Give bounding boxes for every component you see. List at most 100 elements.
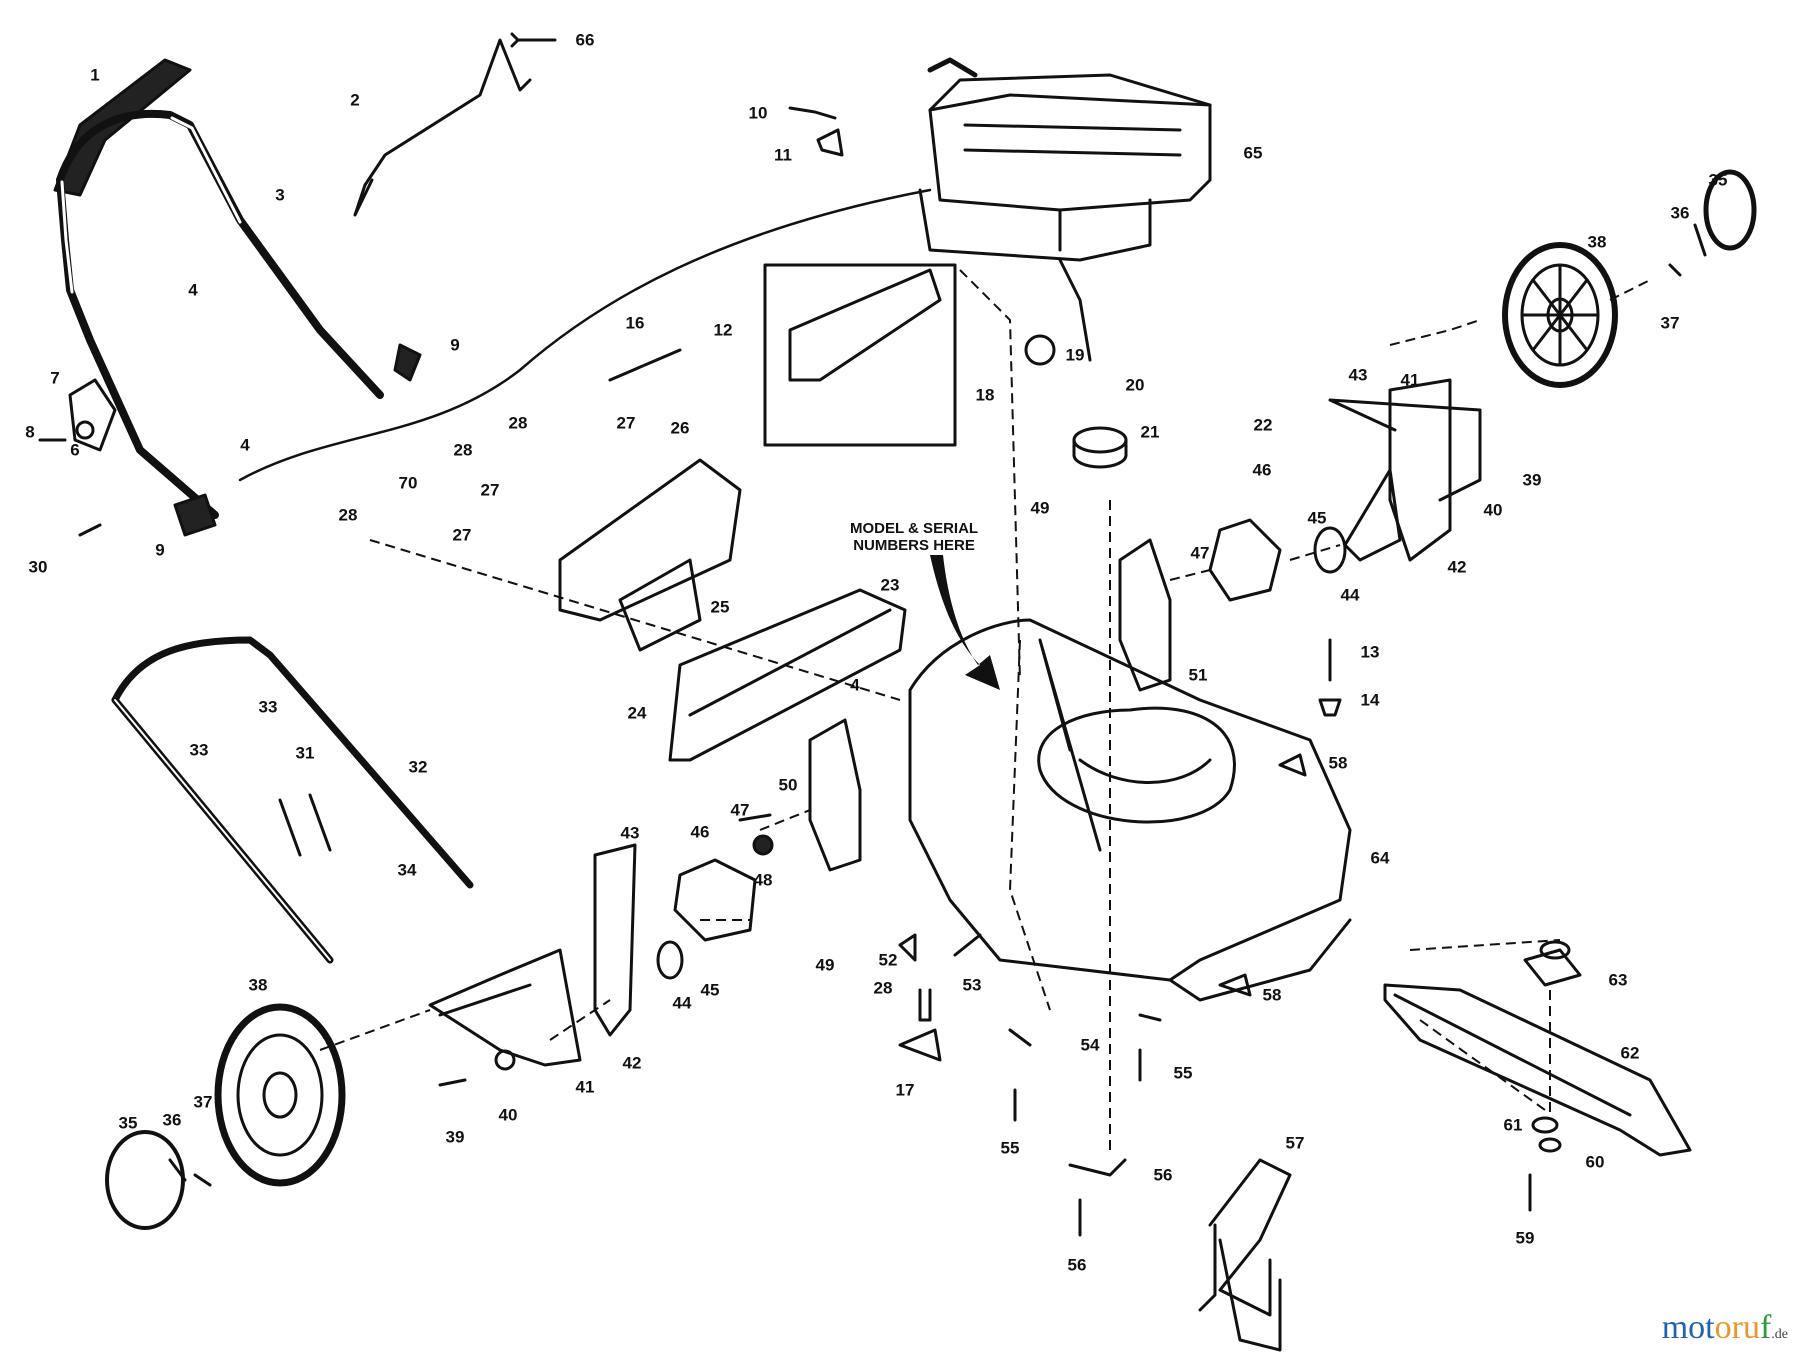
callout-70: 70 <box>398 473 418 493</box>
watermark-part-3: f <box>1759 1309 1772 1346</box>
screw-part <box>788 106 837 120</box>
frame-part <box>668 588 907 762</box>
callout-4a: 4 <box>188 280 198 300</box>
callout-13: 13 <box>1360 642 1380 662</box>
callout-38a: 38 <box>1587 232 1607 252</box>
callout-14: 14 <box>1360 690 1380 710</box>
callout-43a: 43 <box>1348 365 1368 385</box>
bolt-part <box>510 32 557 48</box>
left-wheel <box>214 1003 346 1187</box>
callout-24: 24 <box>627 703 647 723</box>
lever-left <box>593 843 637 1037</box>
right-wheel <box>1502 242 1618 388</box>
callout-66: 66 <box>575 30 595 50</box>
callout-33a: 33 <box>258 697 278 717</box>
callout-1: 1 <box>90 65 100 85</box>
callout-51: 51 <box>1188 665 1208 685</box>
callout-26: 26 <box>670 418 690 438</box>
outline-curve <box>238 188 932 482</box>
callout-9b: 9 <box>155 540 165 560</box>
callout-56a: 56 <box>1153 1165 1173 1185</box>
callout-47a: 47 <box>1190 543 1210 563</box>
callout-27a: 27 <box>616 413 636 433</box>
bail-rod-part <box>363 38 532 187</box>
callout-46a: 46 <box>1252 460 1272 480</box>
callout-22: 22 <box>1253 415 1273 435</box>
callout-34: 34 <box>397 860 417 880</box>
callout-7: 7 <box>50 368 60 388</box>
model-serial-arrow <box>930 555 1000 690</box>
callout-16: 16 <box>625 313 645 333</box>
model-serial-line-1: MODEL & SERIAL <box>850 520 979 537</box>
callout-18: 18 <box>975 385 995 405</box>
upper-handle-part <box>56 176 219 519</box>
height-bracket-left <box>808 718 862 872</box>
callout-58a: 58 <box>1328 753 1348 773</box>
site-watermark: motoruf.de <box>1662 1311 1788 1345</box>
callout-39a: 39 <box>1522 470 1542 490</box>
callout-17: 17 <box>895 1080 915 1100</box>
callout-33b: 33 <box>189 740 209 760</box>
adapter-part <box>1523 948 1582 987</box>
callout-65: 65 <box>1243 143 1263 163</box>
callout-41a: 41 <box>1400 370 1420 390</box>
handle-bracket <box>68 378 117 452</box>
callout-27c: 27 <box>452 525 472 545</box>
callout-53: 53 <box>962 975 982 995</box>
callout-28a: 28 <box>508 413 528 433</box>
callout-48: 48 <box>753 870 773 890</box>
washer-part <box>1024 334 1056 366</box>
watermark-part-1: mot <box>1661 1309 1715 1346</box>
callout-64: 64 <box>1370 848 1390 868</box>
callout-21: 21 <box>1140 422 1160 442</box>
callout-49b: 49 <box>815 955 835 975</box>
callout-59: 59 <box>1515 1228 1535 1248</box>
callout-46b: 46 <box>690 822 710 842</box>
callout-37a: 37 <box>1660 313 1680 333</box>
callout-36a: 36 <box>1670 203 1690 223</box>
callout-3: 3 <box>275 185 285 205</box>
callout-58b: 58 <box>1262 985 1282 1005</box>
callout-56b: 56 <box>1067 1255 1087 1275</box>
callout-25: 25 <box>710 597 730 617</box>
watermark-tld: .de <box>1771 1327 1788 1342</box>
wedge-part <box>898 1028 942 1062</box>
callout-4b: 4 <box>240 435 250 455</box>
axle-left <box>428 948 582 1067</box>
callout-63: 63 <box>1608 970 1628 990</box>
callout-40b: 40 <box>498 1105 518 1125</box>
callout-28b: 28 <box>453 440 473 460</box>
callout-57: 57 <box>1285 1133 1305 1153</box>
height-bracket <box>1118 538 1172 692</box>
rod-part <box>608 348 682 382</box>
callout-41b: 41 <box>575 1077 595 1097</box>
callout-9a: 9 <box>450 335 460 355</box>
mount-bracket <box>558 458 742 622</box>
mulch-plate <box>1198 1158 1292 1317</box>
grip-part <box>53 58 192 197</box>
callout-28d: 28 <box>873 978 893 998</box>
callout-8: 8 <box>25 422 35 442</box>
callout-37b: 37 <box>193 1092 213 1112</box>
bracket-box <box>763 263 957 447</box>
callout-61: 61 <box>1503 1115 1523 1135</box>
callout-45a: 45 <box>1307 508 1327 528</box>
callout-60: 60 <box>1585 1152 1605 1172</box>
clip-part <box>816 128 844 157</box>
callout-43b: 43 <box>620 823 640 843</box>
pulley-part <box>1072 426 1128 454</box>
knob-lower <box>173 493 217 537</box>
stud-part <box>278 793 332 857</box>
knob-upper <box>393 343 422 382</box>
callout-42a: 42 <box>1447 557 1467 577</box>
callout-19: 19 <box>1065 345 1085 365</box>
callout-47b: 47 <box>730 800 750 820</box>
callout-40a: 40 <box>1483 500 1503 520</box>
callout-27b: 27 <box>480 480 500 500</box>
callout-32: 32 <box>408 757 428 777</box>
callout-35b: 35 <box>118 1113 138 1133</box>
callout-10: 10 <box>748 103 768 123</box>
callout-2: 2 <box>350 90 360 110</box>
callout-38b: 38 <box>248 975 268 995</box>
